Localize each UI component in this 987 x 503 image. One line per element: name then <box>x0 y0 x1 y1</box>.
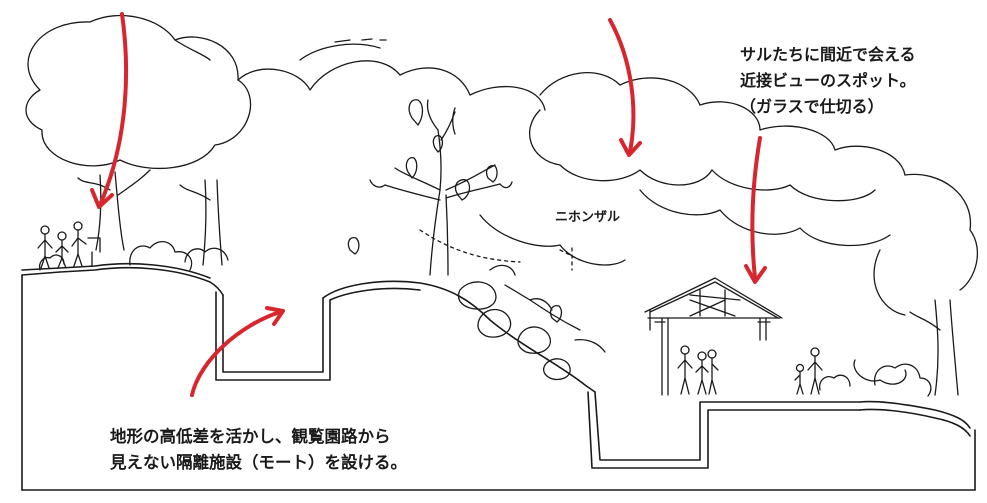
arrow-left-canopy <box>90 12 129 209</box>
arrow-close-view <box>744 136 767 284</box>
left-visitors <box>37 221 101 269</box>
climbing-tree <box>369 99 513 276</box>
close-view-line-3: （ガラスで仕切る） <box>740 97 884 116</box>
shrubs <box>38 241 932 397</box>
moat-line-1: 地形の高低差を活かし、観覧園路から <box>110 427 391 446</box>
right-visitors <box>677 345 823 395</box>
moat-annotation: 地形の高低差を活かし、観覧園路から 見えない隔離施設（モート）を設ける。 <box>110 424 407 476</box>
sight-lines <box>419 229 581 271</box>
viewing-shelter <box>644 277 783 396</box>
close-view-line-1: サルたちに間近で会える <box>740 45 916 64</box>
rock-outcrop <box>347 236 606 381</box>
close-view-line-2: 近接ビューのスポット。 <box>740 71 916 90</box>
arrow-moat <box>190 306 285 397</box>
ground-section <box>21 262 976 491</box>
moat-line-2: 見えない隔離施設（モート）を設ける。 <box>110 453 407 472</box>
tree-canopy-outlines <box>25 15 979 316</box>
species-label: ニホンザル <box>555 210 621 225</box>
close-view-annotation: サルたちに間近で会える 近接ビューのスポット。 （ガラスで仕切る） <box>740 42 916 120</box>
arrow-center-canopy <box>608 18 642 157</box>
